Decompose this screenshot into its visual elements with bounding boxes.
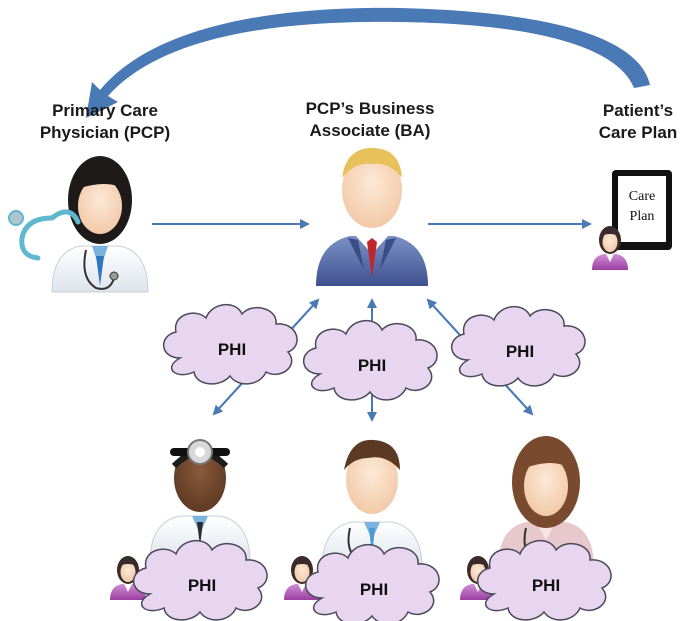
care-plan-label: Patient’s Care Plan [586, 100, 690, 144]
phi-label: PHI [218, 340, 246, 359]
phi-label: PHI [506, 342, 534, 361]
return-arrow [86, 7, 650, 119]
care-plan-tablet: Care Plan [612, 170, 672, 250]
care-plan-label-line2: Care Plan [598, 123, 678, 142]
business-associate-icon [316, 148, 428, 286]
phi-cloud-upper-right: PHI [450, 305, 586, 387]
phi-label: PHI [358, 356, 386, 375]
phi-cloud-upper-center: PHI [302, 319, 438, 401]
phi-label: PHI [188, 576, 216, 595]
pcp-label-line1: Primary Care [52, 101, 158, 120]
phi-cloud-bottom-right: PHI [476, 539, 612, 621]
ba-label-line1: PCP’s Business [305, 99, 435, 118]
phi-cloud-bottom-center: PHI [304, 543, 440, 621]
phi-cloud-bottom-left: PHI [132, 539, 268, 621]
phi-cloud-upper-left: PHI [162, 303, 298, 385]
pcp-label-line2: Physician (PCP) [39, 123, 171, 142]
pcp-doctor-icon [8, 156, 149, 293]
phi-label: PHI [360, 580, 388, 599]
ba-label: PCP’s Business Associate (BA) [290, 98, 450, 142]
ba-label-line2: Associate (BA) [309, 121, 431, 140]
tablet-line1: Care [629, 189, 655, 204]
pcp-label: Primary Care Physician (PCP) [20, 100, 190, 144]
care-plan-label-line1: Patient’s [602, 101, 674, 120]
phi-label: PHI [532, 576, 560, 595]
tablet-line2: Plan [630, 209, 655, 224]
